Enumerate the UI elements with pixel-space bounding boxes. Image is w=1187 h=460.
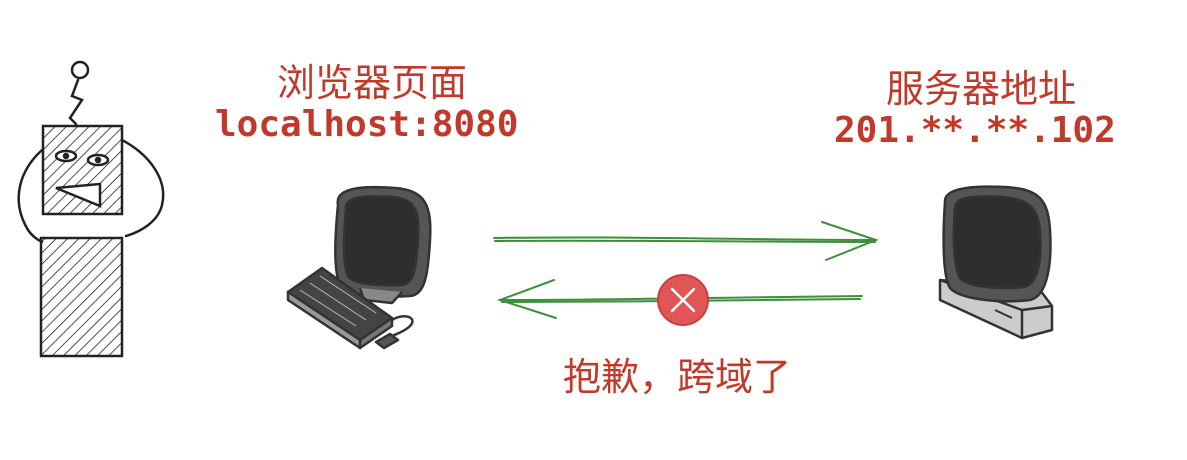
server-address: 201.**.**.102: [834, 110, 1116, 151]
server-title: 服务器地址: [886, 67, 1077, 111]
robot-user-icon: [17, 60, 165, 358]
error-x-icon: [657, 274, 709, 326]
browser-computer-icon: [286, 185, 432, 350]
server-computer-icon: [938, 185, 1054, 340]
browser-address: localhost:8080: [215, 104, 519, 145]
error-message: 抱歉，跨域了: [563, 355, 792, 399]
browser-title: 浏览器页面: [277, 61, 468, 105]
request-arrow: [493, 221, 879, 261]
